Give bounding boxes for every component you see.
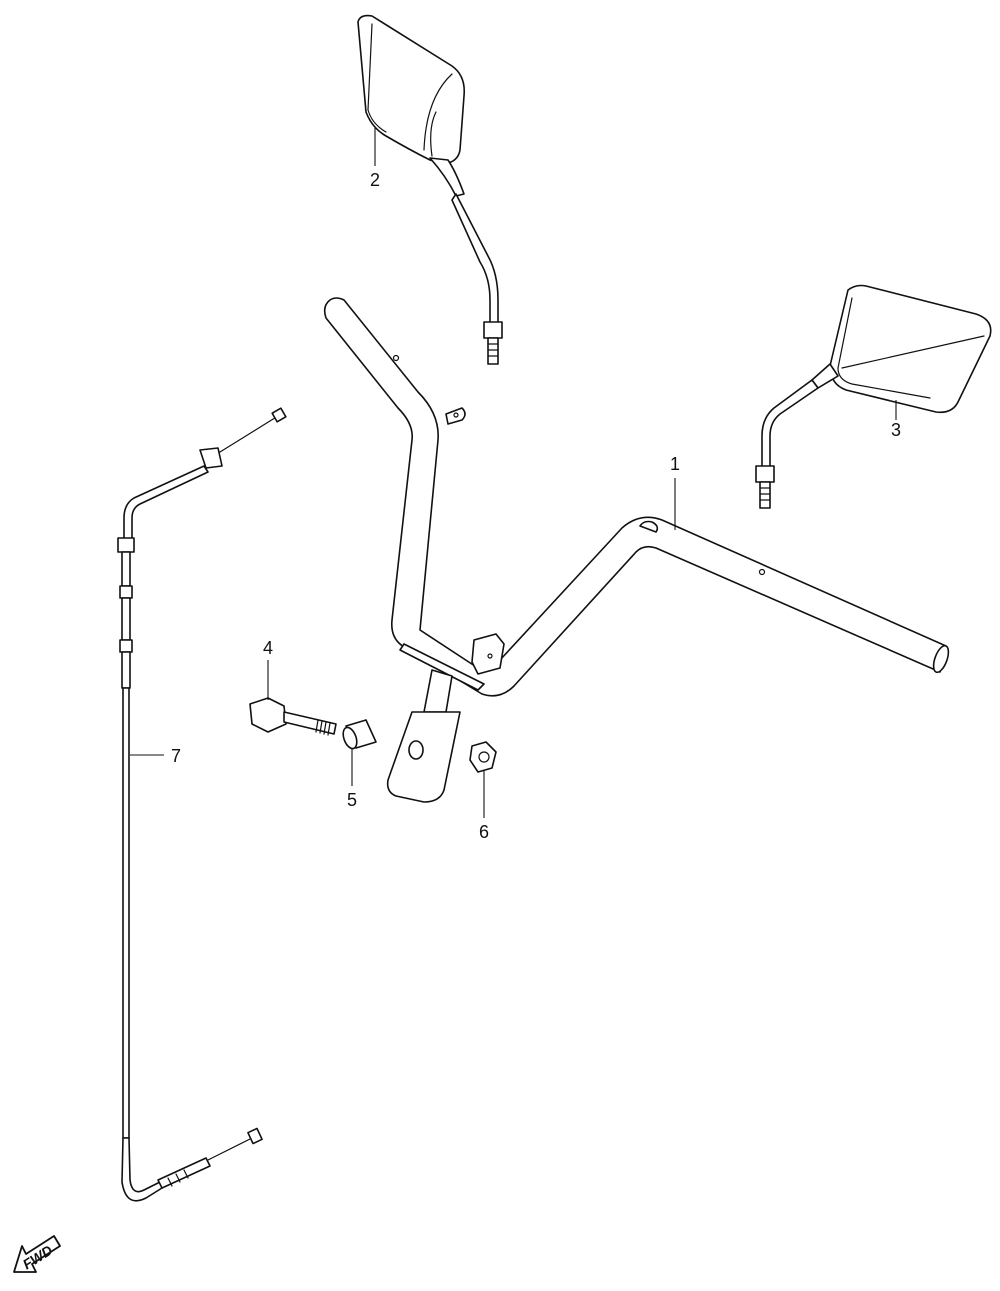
- nut: [469, 741, 497, 773]
- handlebar: [323, 297, 950, 803]
- callout-5: 5: [347, 790, 357, 810]
- callout-7: 7: [171, 746, 181, 766]
- callout-3: 3: [891, 420, 901, 440]
- fwd-arrow-icon: FWD: [13, 1235, 61, 1273]
- left-mirror: [357, 14, 503, 365]
- callout-1: 1: [670, 454, 680, 474]
- collar: [342, 719, 377, 750]
- callout-6: 6: [479, 822, 489, 842]
- throttle-cable: [117, 407, 287, 1202]
- callout-4: 4: [263, 638, 273, 658]
- bolt: [249, 697, 337, 736]
- callout-2: 2: [370, 170, 380, 190]
- right-mirror: [755, 284, 992, 509]
